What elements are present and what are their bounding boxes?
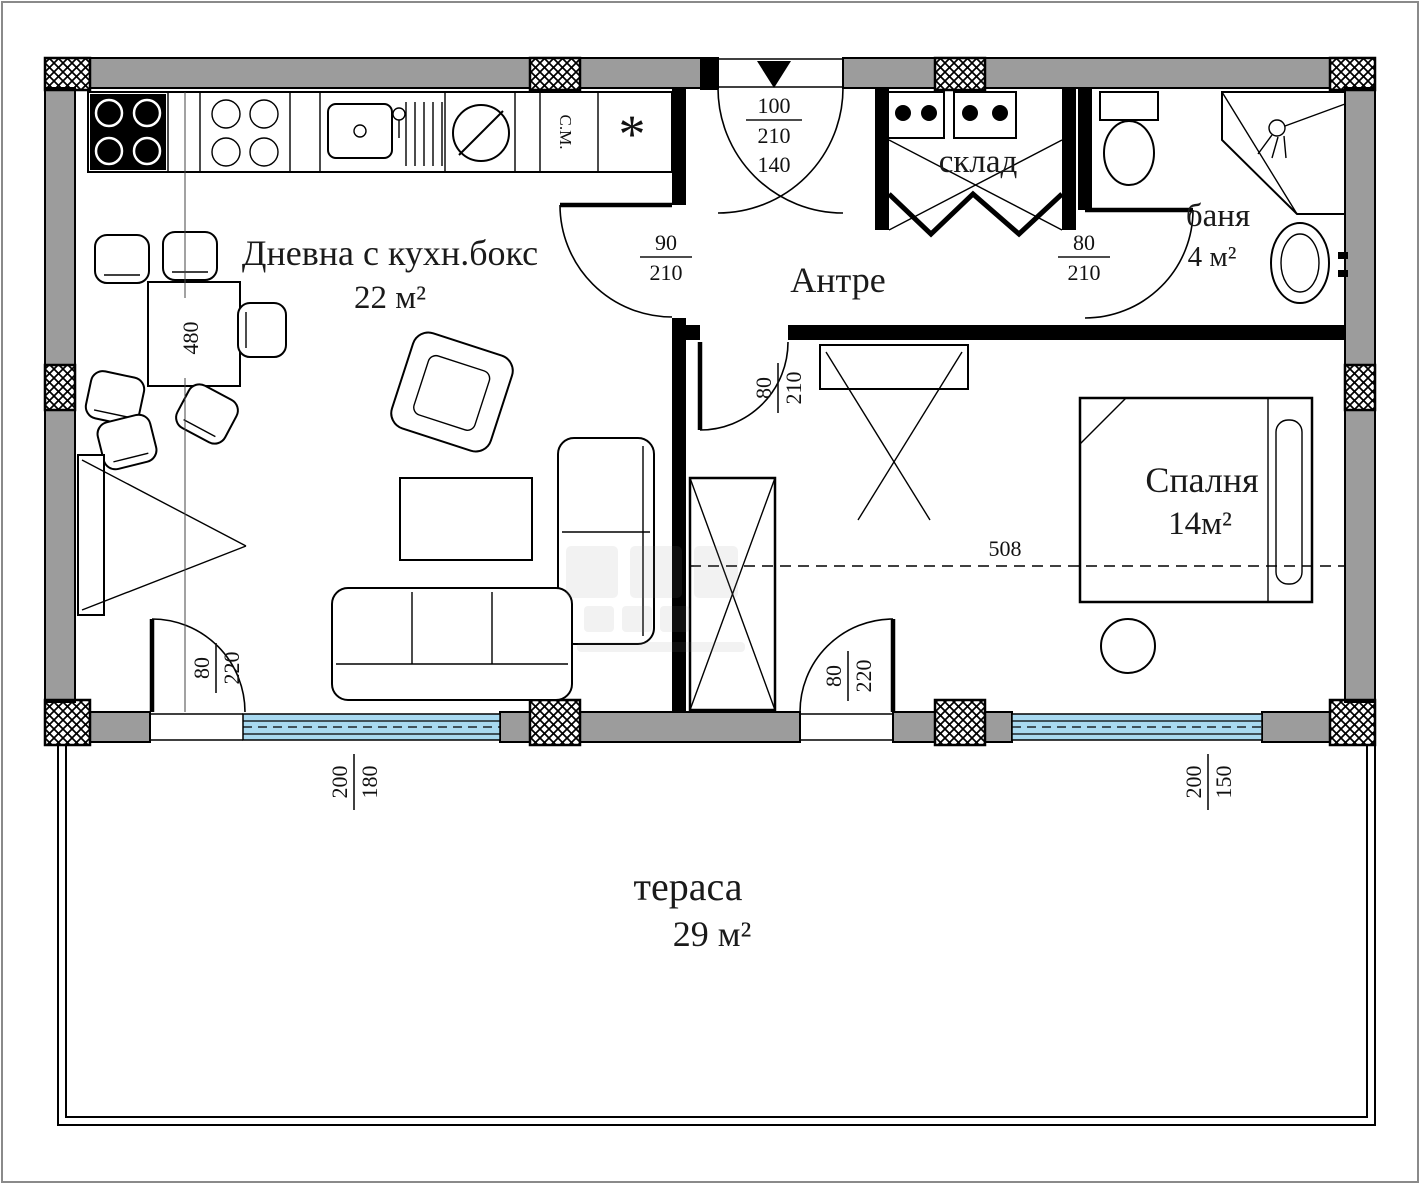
window-left xyxy=(242,713,501,741)
nightstand xyxy=(1100,618,1156,674)
label-bedroom-area: 14м² xyxy=(1168,506,1232,542)
dim-entrance-extra: 140 xyxy=(758,152,791,177)
svg-text:90: 90 xyxy=(655,230,677,255)
bed xyxy=(1078,396,1314,604)
cooktop-circle xyxy=(452,104,510,162)
door-entrance xyxy=(717,87,844,214)
column-post xyxy=(1328,698,1377,747)
coffee-table xyxy=(399,477,533,561)
dim-terrace-door-left: 80 220 xyxy=(189,643,244,693)
chair xyxy=(237,302,287,358)
svg-text:180: 180 xyxy=(357,766,382,799)
stove xyxy=(211,99,279,167)
chair xyxy=(162,231,218,281)
svg-text:220: 220 xyxy=(851,660,876,693)
label-living-area: 22 м² xyxy=(354,280,426,316)
chaise-lounge xyxy=(557,437,655,645)
svg-text:80: 80 xyxy=(189,657,214,679)
dining-chairs xyxy=(84,231,287,471)
column-post xyxy=(1328,56,1377,92)
column-post xyxy=(528,698,582,747)
fridge-symbol: * xyxy=(619,104,646,164)
shower xyxy=(1221,91,1346,215)
chair xyxy=(94,234,150,284)
door-terrace-left xyxy=(149,618,246,713)
dim-terrace-door-right: 80 220 xyxy=(821,651,876,701)
bedroom-console xyxy=(819,344,969,521)
door-bathroom xyxy=(1084,207,1194,319)
column-post xyxy=(933,56,987,92)
column-post xyxy=(43,363,77,412)
dim-bath-door: 80 210 xyxy=(1058,230,1110,285)
column-post xyxy=(43,56,92,92)
svg-text:210: 210 xyxy=(781,372,806,405)
fridge: * xyxy=(619,104,646,164)
chair xyxy=(96,413,158,471)
bath-sink xyxy=(1270,222,1348,304)
column-post xyxy=(933,698,987,747)
svg-text:80: 80 xyxy=(821,665,846,687)
kitchen-sink xyxy=(327,102,443,166)
structural-columns xyxy=(43,56,1377,747)
label-bathroom-area: 4 м² xyxy=(1188,241,1237,273)
storage-shelving-cross xyxy=(888,139,1063,231)
hob xyxy=(90,94,166,170)
dim-entrance: 100 210 140 xyxy=(746,93,802,177)
svg-text:80: 80 xyxy=(1073,230,1095,255)
dim-living-door: 90 210 xyxy=(640,230,692,285)
label-bathroom: баня xyxy=(1186,198,1250,234)
svg-text:80: 80 xyxy=(751,377,776,399)
dim-window-right: 200 150 xyxy=(1181,754,1236,810)
label-bedroom: Спалня xyxy=(1145,460,1258,500)
dim-living-depth: 480 xyxy=(176,92,204,712)
svg-text:508: 508 xyxy=(989,536,1022,561)
column-post xyxy=(43,698,92,747)
svg-text:220: 220 xyxy=(219,652,244,685)
storage-unit-1 xyxy=(887,91,945,139)
label-storage: склад xyxy=(939,144,1018,180)
label-hall: Антре xyxy=(790,260,885,300)
label-living: Дневна с кухн.бокс xyxy=(242,233,538,273)
svg-text:480: 480 xyxy=(178,322,203,355)
chair xyxy=(175,383,239,445)
toilet xyxy=(1099,91,1159,186)
door-terrace-right xyxy=(799,618,896,713)
svg-text:150: 150 xyxy=(1211,766,1236,799)
dim-entrance-height: 210 xyxy=(758,123,791,148)
dim-bedroom-door: 80 210 xyxy=(751,363,806,413)
tv-living xyxy=(77,454,247,616)
room-labels: Дневна с кухн.бокс 22 м² Антре склад бан… xyxy=(242,144,1259,954)
washing-machine: С.М. xyxy=(556,115,575,150)
watermark xyxy=(566,546,745,652)
entrance-marker xyxy=(757,61,791,88)
svg-text:210: 210 xyxy=(650,260,683,285)
armchair xyxy=(390,331,514,453)
storage-unit-2 xyxy=(953,91,1017,139)
window-right xyxy=(1011,713,1263,741)
column-post xyxy=(1343,363,1377,412)
wardrobe xyxy=(688,476,777,712)
washing-machine-label: С.М. xyxy=(556,115,575,150)
door-living xyxy=(559,202,673,318)
svg-text:210: 210 xyxy=(1068,260,1101,285)
dim-bedroom-width: 508 xyxy=(690,536,1345,567)
terrace-railing xyxy=(57,745,1376,1126)
door-bedroom xyxy=(697,341,789,431)
label-terrace-area: 29 м² xyxy=(673,914,752,954)
label-terrace: тераса xyxy=(634,864,743,909)
svg-text:200: 200 xyxy=(327,766,352,799)
dim-window-left: 200 180 xyxy=(327,754,382,810)
column-post xyxy=(528,56,582,92)
sofa xyxy=(331,587,573,701)
interior-walls xyxy=(150,58,1345,741)
svg-text:200: 200 xyxy=(1181,766,1206,799)
dim-entrance-width: 100 xyxy=(758,93,791,118)
storage-bifold-doors xyxy=(887,190,1064,238)
